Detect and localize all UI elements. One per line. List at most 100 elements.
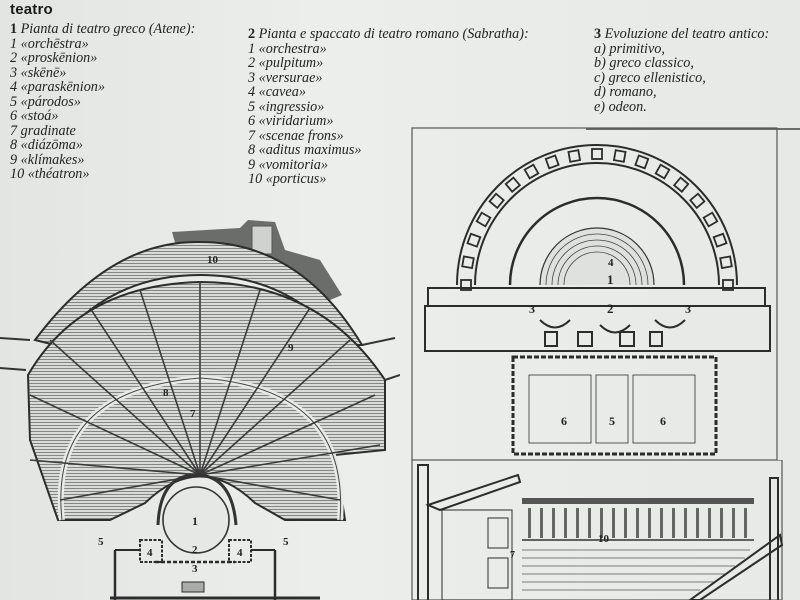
column [708, 508, 711, 538]
column [636, 508, 639, 538]
figure-2-item: 6 «viridarium» [248, 113, 334, 129]
plan1-label-4-left: 4 [147, 547, 153, 559]
section-label-10: 10 [598, 533, 610, 545]
plan2-label-2: 2 [607, 301, 614, 316]
figure-1-item: 3 «skēnē» [10, 64, 67, 81]
figure-2-title: Pianta e spaccato di teatro romano (Sabr… [258, 26, 529, 42]
plan1-label-5-left: 5 [98, 536, 104, 548]
figure-1-title-line: 1 Pianta di teatro greco (Atene): [10, 22, 195, 37]
column [696, 508, 699, 538]
cavea-rows [545, 233, 649, 286]
cavea-steps [522, 549, 750, 591]
figure-1-item: 6 «stoá» [10, 108, 59, 124]
plan2-label-4: 4 [608, 257, 614, 269]
plan1-label-4-right: 4 [237, 547, 243, 559]
figure-2-item: 10 «porticus» [248, 171, 327, 187]
figure-1-title: Pianta di teatro greco (Atene): [20, 21, 196, 37]
pier [488, 192, 505, 210]
figure-1-caption: 1 Pianta di teatro greco (Atene): 1 «orc… [10, 22, 195, 182]
figure-3-item: a) primitivo, [594, 40, 665, 57]
column [600, 508, 603, 538]
pier [612, 149, 627, 163]
pier [719, 255, 733, 270]
pier [567, 149, 582, 163]
scene-building-section [417, 464, 522, 600]
column [540, 508, 543, 538]
figure-3-number: 3 [594, 26, 602, 42]
pier [475, 211, 492, 228]
pulpitum [427, 287, 766, 307]
plan1-label-8: 8 [163, 387, 169, 399]
figure-1-item: 9 «klímakes» [10, 151, 85, 168]
pier [654, 163, 671, 180]
column [672, 508, 675, 538]
pier [702, 211, 719, 228]
figure-2-item: 5 «ingressio» [248, 98, 325, 115]
plan2-label-6-left: 6 [561, 414, 567, 428]
plan1-label-2: 2 [192, 544, 198, 556]
section-label-7: 7 [510, 550, 515, 561]
figure-1-item: 7 gradinate [10, 122, 76, 139]
figure-2-title-line: 2 Pianta e spaccato di teatro romano (Sa… [248, 27, 529, 42]
plan2-label-5: 5 [609, 414, 615, 428]
figure-2-item: 1 «orchestra» [248, 40, 327, 57]
pier [461, 255, 475, 270]
pier [523, 163, 540, 180]
column [660, 508, 663, 538]
column [744, 508, 747, 538]
figure-2-item: 3 «versurae» [248, 69, 323, 86]
greek-theatre-plan: 10 9 8 7 1 2 3 4 4 5 5 [0, 220, 400, 600]
klimakes-stairs [29, 282, 381, 501]
figure-3-item: e) odeon. [594, 98, 647, 115]
figure-3-title-line: 3 Evoluzione del teatro antico: [594, 27, 769, 42]
pier [689, 192, 706, 210]
plan1-label-5-right: 5 [283, 536, 289, 548]
roman-theatre-plan: 4 1 2 3 3 6 5 6 [411, 127, 778, 460]
column [588, 508, 591, 538]
pier [712, 232, 728, 248]
column [552, 508, 555, 538]
figure-3-title: Evoluzione del teatro antico: [604, 26, 770, 42]
figure-1-item: 10 «théatron» [10, 166, 90, 182]
plan2-label-3-right: 3 [685, 302, 691, 316]
pier [544, 154, 560, 170]
plan1-label-10: 10 [207, 254, 219, 266]
plan2-label-1: 1 [607, 272, 614, 287]
pier [460, 279, 472, 291]
figure-2-item: 8 «aditus maximus» [248, 142, 362, 158]
plan1-label-9: 9 [288, 342, 294, 354]
figure-3-item: b) greco classico, [594, 55, 694, 71]
plan1-label-3: 3 [192, 563, 198, 575]
column [720, 508, 723, 538]
section-heading: teatro [10, 1, 53, 18]
plan2-label-3-left: 3 [529, 302, 535, 316]
column [576, 508, 579, 538]
scene-building [110, 539, 320, 600]
colonnade-columns [528, 508, 747, 538]
figure-3-caption: 3 Evoluzione del teatro antico: a) primi… [594, 27, 769, 114]
pier [722, 279, 734, 291]
pier [591, 148, 603, 160]
column [648, 508, 651, 538]
figure-2-item: 7 «scenae frons» [248, 127, 344, 144]
figure-2-caption: 2 Pianta e spaccato di teatro romano (Sa… [248, 27, 529, 187]
figure-1-item: 5 «párodos» [10, 93, 81, 110]
pier [672, 176, 690, 193]
figure-1-item: 2 «proskēnion» [10, 50, 98, 66]
roman-theatre-section: 10 7 [411, 460, 784, 600]
pier [634, 154, 650, 170]
column [564, 508, 567, 538]
figure-1-item: 8 «diázōma» [10, 137, 83, 153]
figure-1-item: 4 «paraskēnion» [10, 79, 105, 95]
plan2-label-6-right: 6 [660, 414, 666, 428]
figure-2-item: 4 «cavea» [248, 84, 306, 100]
orchestra [162, 486, 230, 554]
column [684, 508, 687, 538]
column [612, 508, 615, 538]
figure-3-item: c) greco ellenistico, [594, 69, 706, 86]
figure-1-number: 1 [10, 21, 18, 37]
porticus [511, 355, 718, 456]
column [732, 508, 735, 538]
pier [466, 232, 482, 248]
figure-3-item: d) romano, [594, 84, 657, 100]
